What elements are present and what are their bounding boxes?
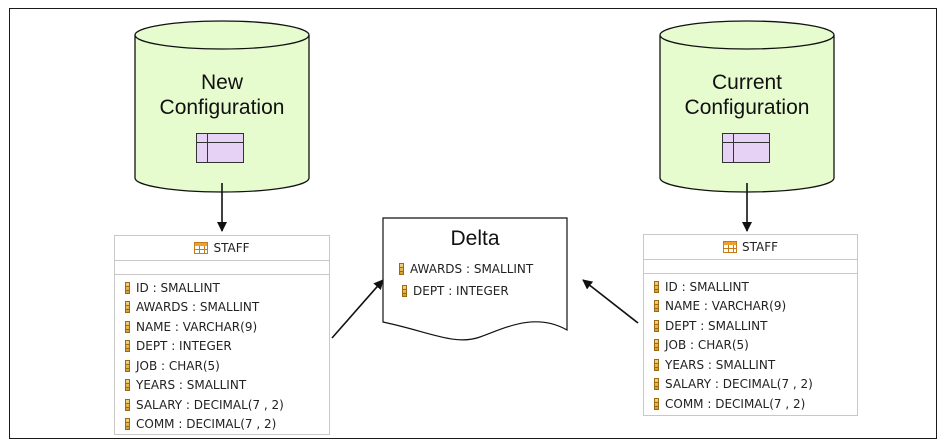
new-staff-table-header: STAFF (115, 236, 329, 261)
new-config-label: New Configuration (152, 70, 292, 120)
column-icon (402, 285, 407, 297)
new-config-database (134, 20, 310, 193)
column-label: JOB : CHAR(5) (665, 338, 749, 353)
column-icon (654, 280, 659, 293)
new-staff-table[interactable]: STAFF ID : SMALLINT AWARDS : SMALLINT NA… (114, 235, 330, 435)
new-staff-columns: ID : SMALLINT AWARDS : SMALLINT NAME : V… (115, 275, 329, 434)
current-staff-columns: ID : SMALLINT NAME : VARCHAR(9) DEPT : S… (644, 274, 857, 414)
column-row: ID : SMALLINT (654, 277, 857, 297)
column-label: SALARY : DECIMAL(7 , 2) (665, 377, 813, 392)
current-staff-table[interactable]: STAFF ID : SMALLINT NAME : VARCHAR(9) DE… (643, 234, 858, 416)
column-icon (125, 340, 130, 353)
delta-column-label: AWARDS : SMALLINT (410, 262, 534, 276)
column-label: DEPT : INTEGER (136, 339, 232, 354)
column-row: DEPT : INTEGER (125, 337, 329, 357)
arrow-current-to-delta (582, 279, 639, 324)
current-staff-table-header: STAFF (644, 235, 857, 260)
column-icon (399, 263, 404, 275)
delta-title: Delta (450, 227, 500, 250)
column-label: DEPT : SMALLINT (665, 318, 768, 333)
current-config-label: Current Configuration (677, 70, 817, 120)
column-icon (654, 378, 659, 391)
delta-column-label: DEPT : INTEGER (413, 284, 509, 298)
table-icon (194, 242, 209, 254)
column-row: YEARS : SMALLINT (654, 355, 857, 375)
delta-column-row: AWARDS : SMALLINT (399, 258, 533, 280)
column-icon (125, 359, 130, 372)
column-row: COMM : DECIMAL(7 , 2) (125, 415, 329, 435)
new-config-table-icon (196, 133, 244, 163)
column-label: COMM : DECIMAL(7 , 2) (665, 396, 806, 411)
column-label: YEARS : SMALLINT (665, 357, 776, 372)
delta-columns: AWARDS : SMALLINT DEPT : INTEGER (399, 258, 533, 302)
column-icon (125, 398, 130, 411)
column-icon (125, 281, 130, 294)
current-staff-table-name: STAFF (741, 240, 779, 254)
column-row: AWARDS : SMALLINT (125, 298, 329, 318)
column-label: ID : SMALLINT (665, 279, 749, 294)
column-label: NAME : VARCHAR(9) (136, 319, 258, 334)
new-config-label-line2: Configuration (159, 96, 285, 119)
new-config-label-line1: New (200, 71, 243, 94)
column-label: YEARS : SMALLINT (136, 378, 247, 393)
table-icon (722, 241, 737, 253)
column-label: ID : SMALLINT (136, 280, 220, 295)
new-staff-table-name: STAFF (213, 241, 250, 255)
column-icon (125, 301, 130, 314)
diagram-frame (9, 8, 937, 439)
current-config-label-line2: Configuration (684, 96, 810, 119)
column-row: DEPT : SMALLINT (654, 316, 857, 336)
column-row: YEARS : SMALLINT (125, 376, 329, 396)
column-row: SALARY : DECIMAL(7 , 2) (654, 375, 857, 395)
delta-document (382, 217, 568, 341)
column-icon (125, 418, 130, 431)
column-label: JOB : CHAR(5) (136, 358, 220, 373)
column-row: ID : SMALLINT (125, 278, 329, 298)
current-config-label-line1: Current (711, 71, 783, 94)
column-icon (654, 319, 659, 332)
current-config-table-icon (722, 133, 770, 163)
column-icon (654, 358, 659, 371)
arrow-new-to-delta (331, 279, 384, 339)
column-row: JOB : CHAR(5) (125, 356, 329, 376)
column-label: COMM : DECIMAL(7 , 2) (136, 417, 277, 432)
column-row: JOB : CHAR(5) (654, 336, 857, 356)
column-icon (654, 397, 659, 410)
column-icon (654, 300, 659, 313)
column-icon (125, 379, 130, 392)
current-config-database (659, 20, 835, 193)
column-row: COMM : DECIMAL(7 , 2) (654, 394, 857, 414)
current-staff-table-divider (644, 260, 857, 274)
column-row: SALARY : DECIMAL(7 , 2) (125, 395, 329, 415)
column-row: NAME : VARCHAR(9) (654, 297, 857, 317)
column-label: AWARDS : SMALLINT (136, 300, 260, 315)
column-label: SALARY : DECIMAL(7 , 2) (136, 397, 284, 412)
column-icon (125, 320, 130, 333)
column-icon (654, 339, 659, 352)
delta-column-row: DEPT : INTEGER (399, 280, 533, 302)
new-staff-table-divider (115, 261, 329, 275)
column-row: NAME : VARCHAR(9) (125, 317, 329, 337)
column-label: NAME : VARCHAR(9) (665, 299, 787, 314)
